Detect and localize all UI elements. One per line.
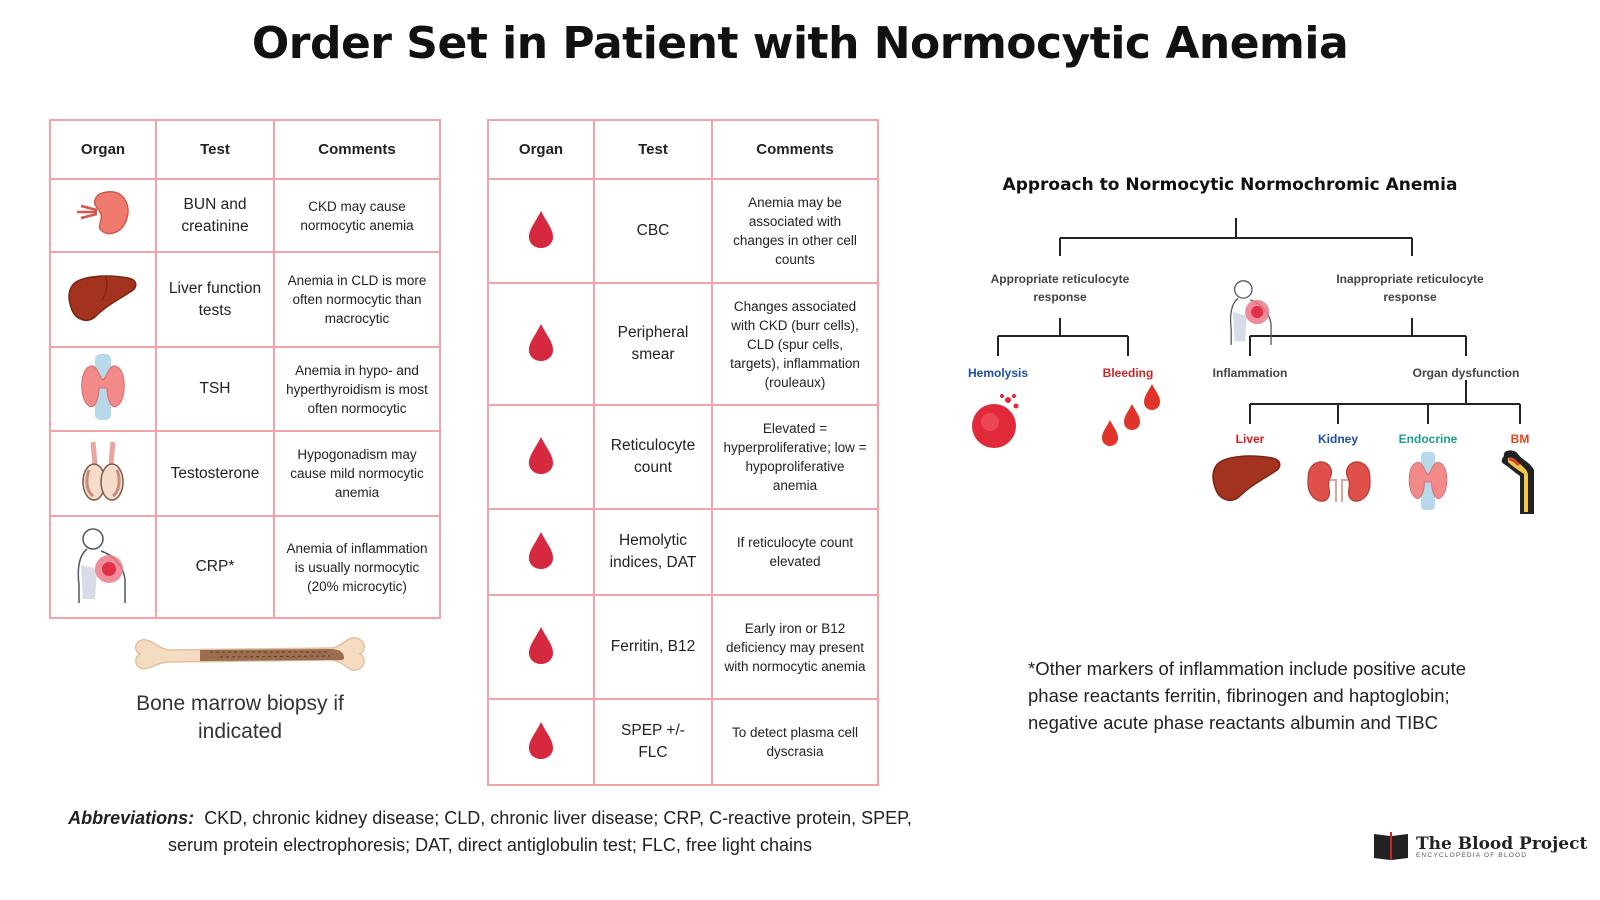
organ-cell <box>49 178 157 253</box>
header-test: Test <box>593 119 713 180</box>
hemolysis-cell-icon <box>972 394 1019 448</box>
test-cell: Hemolytic indices, DAT <box>593 508 713 596</box>
test-cell: Liver function tests <box>155 251 275 348</box>
kidneys-icon <box>1307 461 1371 502</box>
book-icon <box>1374 832 1408 860</box>
test-cell: SPEP +/- FLC <box>593 698 713 786</box>
thyroid-icon <box>1408 451 1448 511</box>
organ-cell <box>487 178 595 284</box>
table-row: Peripheral smear Changes associated with… <box>487 282 879 406</box>
blood-drop-icon <box>529 627 553 664</box>
organ-cell <box>49 251 157 348</box>
comment-cell: Anemia may be associated with changes in… <box>711 178 879 284</box>
thyroid-icon <box>81 354 125 420</box>
table-header-row: Organ Test Comments <box>487 119 879 180</box>
hemolysis-label: Hemolysis <box>967 366 1029 380</box>
brand-name: The Blood Project <box>1416 833 1588 854</box>
comment-cell: Changes associated with CKD (burr cells)… <box>711 282 879 406</box>
liver-icon <box>68 274 137 321</box>
header-organ: Organ <box>487 119 595 180</box>
organ-dysfunction-label: Organ dysfunction <box>1412 366 1520 380</box>
tree-title: Approach to Normocytic Normochromic Anem… <box>1002 175 1458 195</box>
comment-cell: CKD may cause normocytic anemia <box>273 178 441 253</box>
organ-cell <box>487 508 595 596</box>
blood-drop-icon <box>529 324 553 361</box>
inflamed-person-icon <box>77 528 126 603</box>
table-row: Reticulocyte count Elevated = hyperproli… <box>487 404 879 510</box>
test-cell: CRP* <box>155 515 275 619</box>
comment-cell: Anemia in CLD is more often normocytic t… <box>273 251 441 348</box>
header-test: Test <box>155 119 275 180</box>
bleeding-label: Bleeding <box>1102 366 1154 380</box>
comment-cell: Anemia of inflammation is usually normoc… <box>273 515 441 619</box>
liver-label: Liver <box>1235 432 1265 446</box>
test-cell: Peripheral smear <box>593 282 713 406</box>
blood-drop-icon <box>529 437 553 474</box>
organ-cell <box>487 594 595 700</box>
organ-cell <box>49 346 157 432</box>
organ-cell <box>487 698 595 786</box>
table-row: Liver function tests Anemia in CLD is mo… <box>49 251 441 348</box>
endocrine-label: Endocrine <box>1398 432 1458 446</box>
test-cell: BUN and creatinine <box>155 178 275 253</box>
organ-cell <box>487 404 595 510</box>
right-order-table: Organ Test Comments CBC Anemia may be as… <box>487 119 879 786</box>
test-cell: CBC <box>593 178 713 284</box>
brand-logo: The Blood Project ENCYCLOPEDIA OF BLOOD <box>1372 830 1587 862</box>
bone-marrow-icon <box>1501 450 1534 514</box>
organ-cell <box>487 282 595 406</box>
brand-subtitle: ENCYCLOPEDIA OF BLOOD <box>1416 851 1528 859</box>
header-comments: Comments <box>711 119 879 180</box>
inflammation-label: Inflammation <box>1212 366 1288 380</box>
left-order-table: Organ Test Comments BUN and creatinine C… <box>49 119 441 619</box>
abbreviations-text: CKD, chronic kidney disease; CLD, chroni… <box>168 808 912 855</box>
bone-icon <box>135 637 365 671</box>
header-comments: Comments <box>273 119 441 180</box>
table-row: BUN and creatinine CKD may cause normocy… <box>49 178 441 253</box>
table-row: Ferritin, B12 Early iron or B12 deficien… <box>487 594 879 700</box>
table-row: CRP* Anemia of inflammation is usually n… <box>49 515 441 619</box>
page-title: Order Set in Patient with Normocytic Ane… <box>251 18 1349 69</box>
abbreviations: Abbreviations: CKD, chronic kidney disea… <box>60 805 920 859</box>
kidney-icon <box>77 190 129 234</box>
table-row: TSH Anemia in hypo- and hyperthyroidism … <box>49 346 441 432</box>
table-row: SPEP +/- FLC To detect plasma cell dyscr… <box>487 698 879 786</box>
bone-marrow-caption: Bone marrow biopsy if indicated <box>136 692 344 743</box>
testes-icon <box>82 441 124 501</box>
comment-cell: Anemia in hypo- and hyperthyroidism is m… <box>273 346 441 432</box>
inappropriate-response-label: Inappropriate reticulocyte response <box>1336 272 1484 304</box>
table-header-row: Organ Test Comments <box>49 119 441 180</box>
table-row: Hemolytic indices, DAT If reticulocyte c… <box>487 508 879 596</box>
test-cell: Reticulocyte count <box>593 404 713 510</box>
abbreviations-label: Abbreviations: <box>68 808 195 828</box>
comment-cell: Early iron or B12 deficiency may present… <box>711 594 879 700</box>
comment-cell: To detect plasma cell dyscrasia <box>711 698 879 786</box>
organ-cell <box>49 515 157 619</box>
blood-drop-icon <box>529 722 553 759</box>
table-row: Testosterone Hypogonadism may cause mild… <box>49 430 441 517</box>
liver-icon <box>1212 455 1281 501</box>
comment-cell: Elevated = hyperproliferative; low = hyp… <box>711 404 879 510</box>
organ-cell <box>49 430 157 517</box>
test-cell: Ferritin, B12 <box>593 594 713 700</box>
kidney-label: Kidney <box>1317 432 1358 446</box>
blood-drop-icon <box>529 211 553 248</box>
comment-cell: If reticulocyte count elevated <box>711 508 879 596</box>
inflamed-person-icon <box>1229 280 1272 345</box>
table-row: CBC Anemia may be associated with change… <box>487 178 879 284</box>
appropriate-response-label: Appropriate reticulocyte response <box>990 272 1130 304</box>
header-organ: Organ <box>49 119 157 180</box>
comment-cell: Hypogonadism may cause mild normocytic a… <box>273 430 441 517</box>
test-cell: Testosterone <box>155 430 275 517</box>
test-cell: TSH <box>155 346 275 432</box>
blood-drop-icon <box>529 532 553 569</box>
inflammation-footnote: *Other markers of inflammation include p… <box>1028 658 1467 733</box>
bleeding-drops-icon <box>1102 384 1160 446</box>
bm-label: BM <box>1510 432 1530 446</box>
